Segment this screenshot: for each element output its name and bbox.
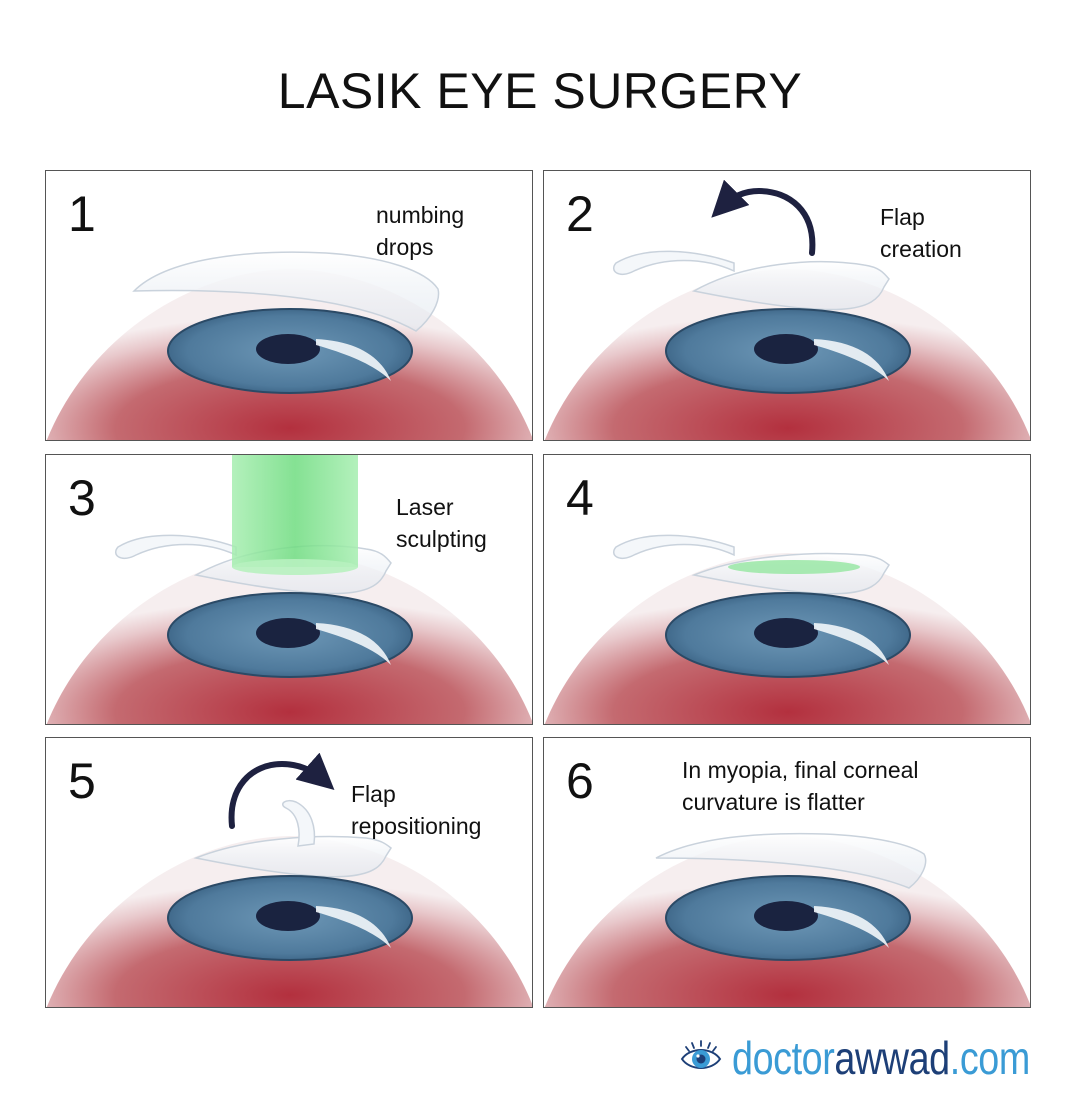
step-panel-2: 2 Flap creation	[543, 170, 1031, 441]
step-number: 3	[68, 470, 96, 526]
corneal-flap	[115, 534, 237, 559]
reflection	[316, 906, 391, 948]
step-label: Laser sculpting	[396, 494, 487, 552]
pupil	[754, 618, 818, 648]
step-panel-3: 3 Laser sculpting	[45, 454, 533, 725]
reposition-arrow	[228, 752, 335, 829]
corneal-flap	[613, 250, 735, 275]
eye-illustration-3	[46, 455, 532, 724]
eye-illustration-2	[544, 179, 1030, 440]
pupil	[754, 334, 818, 364]
reflection	[814, 623, 889, 665]
flattened-cornea	[655, 832, 927, 889]
eye-logo-icon	[680, 1040, 722, 1069]
step-label: Flap creation	[880, 204, 962, 262]
reflection	[316, 339, 391, 381]
eye-illustration-5	[46, 752, 532, 1007]
reflection	[814, 339, 889, 381]
step-panel-5: 5 Flap repositioning	[45, 737, 533, 1008]
step-number: 2	[566, 186, 594, 242]
corneal-flap	[282, 799, 316, 847]
reflection	[316, 623, 391, 665]
step-number: 4	[566, 470, 594, 526]
step-panel-4: 4	[543, 454, 1031, 725]
step-number: 5	[68, 753, 96, 809]
flap-arrow	[711, 179, 816, 256]
cornea-stroma	[691, 261, 890, 311]
cornea	[132, 251, 440, 332]
step-panel-1: 1 numbing drops	[45, 170, 533, 441]
pupil	[256, 618, 320, 648]
logo-part-dotcom: .com	[949, 1032, 1031, 1084]
step-number: 6	[566, 753, 594, 809]
eye-illustration-1	[46, 251, 532, 440]
step-number: 1	[68, 186, 96, 242]
step-label: Flap repositioning	[351, 781, 482, 839]
eye-illustration-4	[544, 534, 1030, 724]
brand-logo[interactable]: doctorawwad.com	[676, 1030, 1080, 1086]
pupil	[256, 901, 320, 931]
pupil	[754, 901, 818, 931]
corneal-flap	[613, 534, 735, 559]
eye-illustration-6	[544, 832, 1030, 1007]
laser-spot	[232, 559, 358, 575]
step-panel-6: 6 In myopia, final corneal curvature is …	[543, 737, 1031, 1008]
logo-part-doctor: doctor	[732, 1032, 835, 1084]
logo-part-awwad: awwad	[834, 1032, 950, 1084]
laser-beam	[232, 455, 358, 567]
step-label: numbing drops	[376, 202, 465, 260]
step-label: In myopia, final corneal curvature is fl…	[682, 757, 919, 815]
ablated-zone	[728, 560, 860, 574]
logo-text: doctorawwad.com	[732, 1035, 1030, 1081]
cornea-stroma	[193, 835, 392, 878]
pupil	[256, 334, 320, 364]
page-title: LASIK EYE SURGERY	[277, 63, 803, 119]
reflection	[814, 906, 889, 948]
